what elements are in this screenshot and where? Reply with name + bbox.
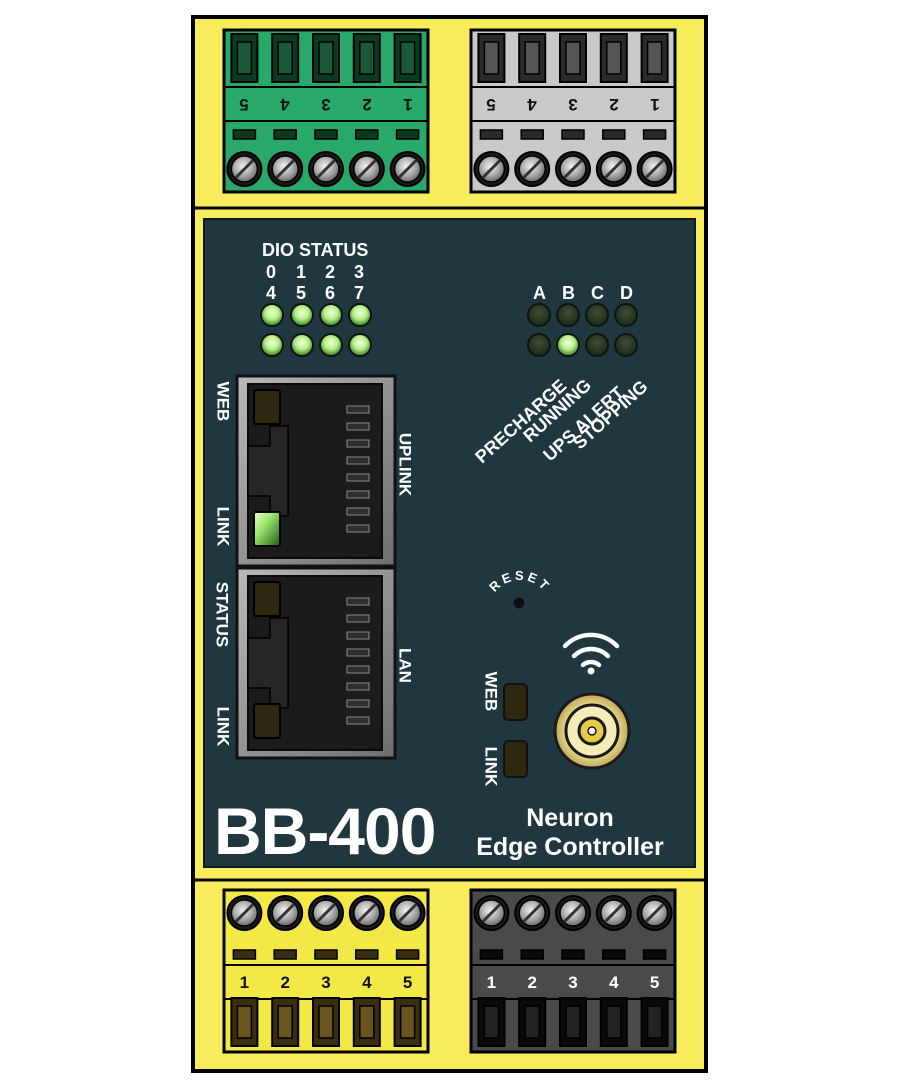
rj45-port-lan[interactable]	[235, 566, 397, 760]
status-led	[527, 303, 551, 327]
dio-number: 6	[325, 283, 336, 303]
lan-status-led-label: STATUS	[212, 581, 232, 648]
terminal-number: 1	[402, 95, 413, 114]
dio-number: 3	[354, 262, 365, 282]
uplink-port-label: UPLINK	[395, 432, 415, 497]
terminal-number: 4	[527, 95, 537, 114]
terminal-number: 1	[649, 95, 660, 114]
terminal-number: 1	[239, 973, 250, 992]
terminal-block-bottom-right	[469, 888, 677, 1054]
dio-status-title: DIO STATUS	[262, 240, 369, 260]
terminal-number: 5	[649, 973, 660, 992]
status-led	[556, 303, 580, 327]
terminal-number: 5	[239, 95, 250, 114]
reset-label: RESET	[486, 570, 554, 595]
rj45-port-uplink[interactable]	[235, 374, 397, 568]
model-name: BB-400	[214, 794, 436, 868]
terminal-block-top-right	[469, 28, 677, 194]
dio-number: 1	[296, 262, 307, 282]
status-led	[614, 333, 638, 357]
terminal-number: 3	[321, 973, 331, 992]
svg-text:RESET: RESET	[486, 570, 554, 595]
wifi-link-led-label: LINK	[481, 746, 501, 787]
terminal-number: 3	[568, 95, 578, 114]
lan-port-label: LAN	[395, 648, 415, 683]
terminal-block-bottom-left	[222, 888, 430, 1054]
status-led	[585, 333, 609, 357]
dio-led	[290, 303, 314, 327]
uplink-top-led	[253, 389, 281, 425]
uplink-web-led-label: WEB	[213, 381, 233, 422]
status-letter: B	[562, 283, 575, 303]
wifi-icon	[562, 632, 620, 675]
product-name-line1: Neuron	[526, 804, 614, 832]
terminal-number: 3	[568, 973, 578, 992]
lan-bottom-led	[253, 703, 281, 739]
terminal-number: 1	[486, 973, 497, 992]
wifi-link-led	[503, 740, 528, 778]
dio-led	[319, 303, 343, 327]
terminal-number: 2	[527, 973, 537, 992]
status-led	[585, 303, 609, 327]
dio-led	[319, 333, 343, 357]
lan-link-led-label: LINK	[213, 706, 233, 747]
uplink-link-led-label: LINK	[213, 506, 233, 547]
dio-number: 7	[354, 283, 365, 303]
wifi-web-led	[503, 683, 528, 721]
dio-led	[260, 303, 284, 327]
reset-hole	[513, 597, 525, 609]
terminal-number: 4	[280, 95, 290, 114]
dio-led	[290, 333, 314, 357]
status-letter: A	[533, 283, 546, 303]
dio-led	[260, 333, 284, 357]
dio-led	[348, 333, 372, 357]
dio-number: 5	[296, 283, 307, 303]
uplink-bottom-led	[253, 511, 281, 547]
status-letter: D	[620, 283, 633, 303]
terminal-number: 5	[486, 95, 497, 114]
dio-number: 2	[325, 262, 336, 282]
status-led	[556, 333, 580, 357]
terminal-number: 3	[321, 95, 331, 114]
status-led	[614, 303, 638, 327]
terminal-number: 4	[609, 973, 619, 992]
wifi-web-led-label: WEB	[481, 671, 501, 712]
lan-top-led	[253, 581, 281, 617]
product-name-line2: Edge Controller	[476, 833, 664, 862]
terminal-number: 2	[280, 973, 290, 992]
status-led	[527, 333, 551, 357]
dio-number: 0	[266, 262, 277, 282]
antenna-connector	[553, 692, 631, 770]
terminal-number: 2	[362, 95, 372, 114]
terminal-block-top-left	[222, 28, 430, 194]
dio-number: 4	[266, 283, 277, 303]
terminal-number: 2	[609, 95, 619, 114]
dio-led	[348, 303, 372, 327]
terminal-number: 5	[402, 973, 413, 992]
terminal-number: 4	[362, 973, 372, 992]
status-letter: C	[591, 283, 604, 303]
product-name: Neuron Edge Controller	[462, 804, 678, 863]
